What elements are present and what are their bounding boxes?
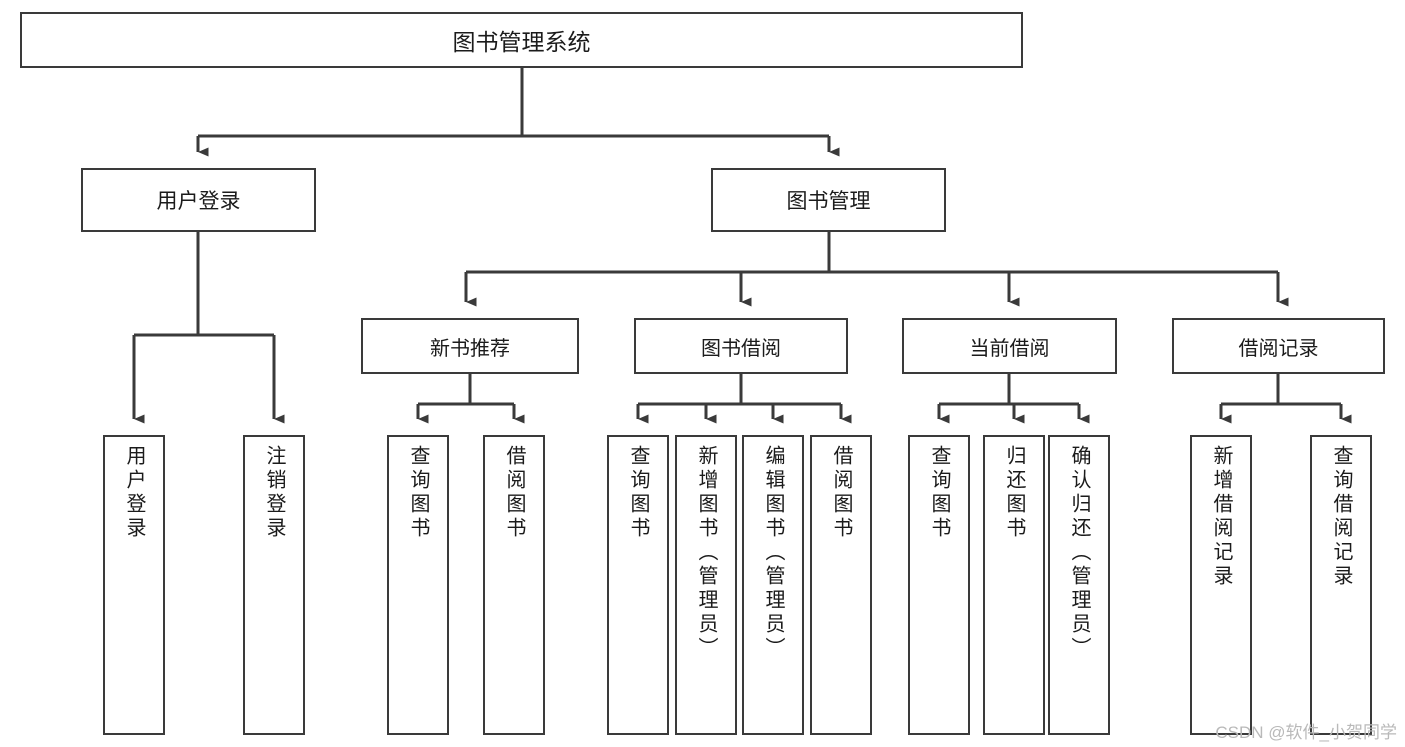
node-new-book-recommend[interactable]: 新书推荐 [361, 318, 579, 374]
node-leaf-add-book[interactable]: 新增图书（管理员） [675, 435, 737, 735]
node-current-borrow-label: 当前借阅 [969, 337, 1050, 360]
node-leaf-query-record-label: 查询借阅记录 [1330, 445, 1352, 589]
node-leaf-user-login-label: 用户登录 [123, 445, 145, 541]
node-leaf-query-book-1[interactable]: 查询图书 [387, 435, 449, 735]
node-leaf-confirm-return-label: 确认归还（管理员） [1068, 445, 1090, 661]
node-leaf-edit-book-label: 编辑图书（管理员） [762, 445, 784, 661]
node-leaf-query-book-3[interactable]: 查询图书 [908, 435, 970, 735]
node-leaf-query-book-3-label: 查询图书 [928, 445, 950, 541]
node-leaf-query-book-2[interactable]: 查询图书 [607, 435, 669, 735]
node-borrow-record-label: 借阅记录 [1238, 337, 1319, 360]
node-leaf-add-record[interactable]: 新增借阅记录 [1190, 435, 1252, 735]
csdn-watermark: CSDN @软件_小贺同学 [1215, 723, 1397, 742]
node-leaf-borrow-book-2-label: 借阅图书 [830, 445, 852, 541]
node-leaf-query-book-1-label: 查询图书 [407, 445, 429, 541]
node-book-borrow-label: 图书借阅 [701, 337, 781, 360]
node-leaf-logout[interactable]: 注销登录 [243, 435, 305, 735]
node-root[interactable]: 图书管理系统 [20, 12, 1023, 68]
node-root-label: 图书管理系统 [452, 29, 591, 55]
node-user-login-label: 用户登录 [156, 190, 241, 213]
node-book-borrow[interactable]: 图书借阅 [634, 318, 848, 374]
node-borrow-record[interactable]: 借阅记录 [1172, 318, 1385, 374]
node-leaf-edit-book[interactable]: 编辑图书（管理员） [742, 435, 804, 735]
node-user-login[interactable]: 用户登录 [81, 168, 316, 232]
node-book-management-label: 图书管理 [786, 190, 871, 213]
node-leaf-return-book[interactable]: 归还图书 [983, 435, 1045, 735]
node-leaf-borrow-book-1[interactable]: 借阅图书 [483, 435, 545, 735]
node-leaf-add-book-label: 新增图书（管理员） [695, 445, 717, 661]
node-leaf-query-record[interactable]: 查询借阅记录 [1310, 435, 1372, 735]
node-leaf-confirm-return[interactable]: 确认归还（管理员） [1048, 435, 1110, 735]
node-leaf-user-login[interactable]: 用户登录 [103, 435, 165, 735]
node-leaf-return-book-label: 归还图书 [1003, 445, 1025, 541]
node-current-borrow[interactable]: 当前借阅 [902, 318, 1117, 374]
node-leaf-add-record-label: 新增借阅记录 [1210, 445, 1232, 589]
node-leaf-borrow-book-1-label: 借阅图书 [503, 445, 525, 541]
node-new-book-recommend-label: 新书推荐 [430, 337, 510, 360]
node-book-management[interactable]: 图书管理 [711, 168, 946, 232]
node-leaf-logout-label: 注销登录 [263, 445, 285, 541]
node-leaf-query-book-2-label: 查询图书 [627, 445, 649, 541]
node-leaf-borrow-book-2[interactable]: 借阅图书 [810, 435, 872, 735]
